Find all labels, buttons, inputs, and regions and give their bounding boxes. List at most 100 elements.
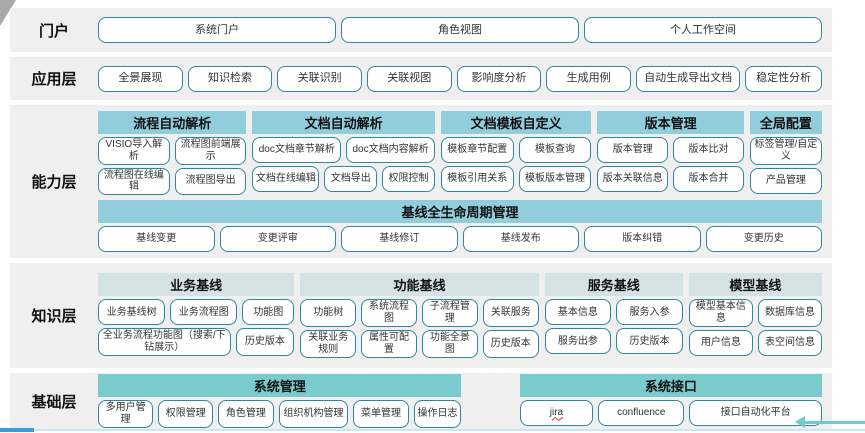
feature-button[interactable]: 功能全景图	[421, 330, 478, 358]
feature-button[interactable]: 历史版本	[616, 328, 683, 355]
feature-button[interactable]: 菜单管理	[353, 400, 409, 428]
feature-button[interactable]: 功能图	[242, 299, 295, 326]
feature-button[interactable]: 基线变更	[98, 226, 215, 253]
group-header: 文档模板自定义	[440, 110, 592, 134]
feature-button[interactable]: 版本纠错	[584, 226, 701, 253]
feature-button[interactable]: 服务出参	[544, 328, 612, 355]
feature-button[interactable]: 版本管理	[597, 136, 669, 163]
feature-button[interactable]: 角色管理	[218, 400, 274, 428]
button-row: 基线变更变更评审基线修订基线发布版本纠错变更历史	[98, 226, 822, 253]
feature-group: 系统管理多用户管理权限管理角色管理组织机构管理菜单管理操作日志	[98, 374, 462, 428]
feature-button[interactable]: 稳定性分析	[745, 65, 823, 92]
arrow-shaft	[805, 420, 865, 424]
feature-button[interactable]: doc文档内容解析	[346, 136, 435, 163]
feature-button[interactable]: 基线修订	[341, 226, 458, 253]
feature-button[interactable]: 关联识别	[277, 65, 362, 92]
button-row: 全景展现知识检索关联识别关联视图影响度分析生成用例自动生成导出文档稳定性分析	[98, 65, 823, 92]
layer-label-capability: 能力层	[31, 174, 77, 191]
feature-button[interactable]: 系统流程图	[361, 299, 417, 327]
feature-button[interactable]: 全景展现	[98, 65, 183, 92]
feature-button[interactable]: 业务流程图	[170, 299, 238, 326]
feature-button[interactable]: 生成用例	[546, 65, 631, 92]
feature-button[interactable]: 操作日志	[413, 400, 462, 428]
feature-button[interactable]: 流程图前端展示	[174, 136, 247, 165]
feature-button[interactable]: 系统门户	[98, 17, 336, 43]
button-row: 业务基线树业务流程图功能图	[98, 299, 295, 326]
feature-button[interactable]: 服务入参	[616, 299, 683, 326]
button-row: VISIO导入解析流程图前端展示	[98, 136, 247, 165]
layer-label-base: 基础层	[31, 393, 77, 411]
feature-button[interactable]: 权限管理	[158, 400, 214, 428]
feature-button[interactable]: 标签管理/自定义	[749, 136, 822, 165]
feature-button[interactable]: 流程图在线编辑	[98, 167, 170, 196]
feature-button[interactable]: 数据库信息	[757, 299, 823, 327]
feature-button[interactable]: 影响度分析	[456, 65, 542, 92]
feature-button[interactable]: 知识检索	[187, 65, 273, 92]
feature-button[interactable]: 流程图导出	[174, 167, 247, 196]
feature-button[interactable]: 业务基线树	[98, 299, 166, 326]
feature-button[interactable]: 文档在线编辑	[252, 165, 320, 192]
group-header: 流程自动解析	[98, 110, 247, 134]
feature-button[interactable]: 版本合并	[673, 165, 744, 192]
layer-band-portal: 门户系统门户角色视图个人工作空间	[10, 8, 832, 52]
button-row: 模板引用关系模板版本管理	[440, 165, 592, 192]
feature-button[interactable]: 自动生成导出文档	[635, 65, 741, 92]
button-group: 全景展现知识检索关联识别关联视图影响度分析生成用例自动生成导出文档稳定性分析	[98, 65, 823, 92]
feature-button[interactable]: 全业务流程功能图（搜索/下钻展示）	[98, 328, 231, 356]
feature-button[interactable]: 模板查询	[518, 136, 592, 163]
button-row: 全业务流程功能图（搜索/下钻展示）历史版本	[98, 328, 295, 356]
feature-button[interactable]: 权限控制	[382, 165, 435, 192]
feature-group: 基线全生命周期管理基线变更变更评审基线修订基线发布版本纠错变更历史	[98, 200, 822, 253]
group-header: 系统管理	[98, 374, 462, 398]
feature-button[interactable]: 关联视图	[366, 65, 452, 92]
feature-button[interactable]: 属性可配置	[361, 330, 417, 358]
feature-button[interactable]: 变更历史	[705, 226, 822, 253]
feature-button[interactable]: 变更评审	[219, 226, 336, 253]
feature-button[interactable]: confluence	[598, 400, 685, 427]
feature-button[interactable]: 多用户管理	[98, 400, 154, 428]
feature-button[interactable]: 模板引用关系	[440, 165, 514, 192]
feature-button[interactable]: 个人工作空间	[584, 17, 822, 43]
feature-button[interactable]: 历史版本	[482, 330, 539, 358]
feature-button[interactable]: 用户信息	[688, 330, 753, 356]
feature-button[interactable]: 基本信息	[544, 299, 612, 326]
button-group: 系统门户角色视图个人工作空间	[98, 17, 822, 43]
feature-button[interactable]: 模板版本管理	[518, 165, 592, 192]
feature-button[interactable]: 模型基本信息	[688, 299, 753, 327]
group-header: 系统接口	[519, 374, 822, 398]
group-header: 全局配置	[749, 110, 822, 134]
feature-button[interactable]: 模板章节配置	[440, 136, 514, 163]
feature-group: 服务基线基本信息服务入参服务出参历史版本	[544, 273, 683, 355]
button-row: 功能树系统流程图子流程管理关联服务	[300, 299, 539, 327]
feature-button[interactable]: doc文档章节解析	[252, 136, 342, 163]
layer-band-knowledge: 知识层业务基线业务基线树业务流程图功能图全业务流程功能图（搜索/下钻展示）历史版…	[10, 263, 832, 368]
button-row: 关联业务规则属性可配置功能全景图历史版本	[300, 330, 539, 358]
feature-button[interactable]: 版本关联信息	[597, 165, 669, 192]
feature-button[interactable]: 版本比对	[673, 136, 744, 163]
feature-button[interactable]: 产品管理	[749, 167, 822, 194]
feature-button[interactable]: 功能树	[300, 299, 357, 327]
feature-button[interactable]: 表空间信息	[757, 330, 823, 356]
feature-button[interactable]: 组织机构管理	[278, 400, 349, 428]
button-row: 标签管理/自定义	[749, 136, 822, 165]
feature-button[interactable]: 子流程管理	[421, 299, 478, 327]
layer-label-app: 应用层	[31, 71, 77, 88]
button-row: 服务出参历史版本	[544, 328, 683, 355]
feature-button[interactable]: 文档导出	[324, 165, 378, 192]
feature-button[interactable]: 角色视图	[341, 17, 579, 43]
feature-button[interactable]: 关联服务	[482, 299, 539, 327]
feature-button[interactable]: jira	[519, 400, 594, 427]
button-row: 系统门户角色视图个人工作空间	[98, 17, 822, 43]
feature-button[interactable]: 基线发布	[462, 226, 579, 253]
bottom-border-line	[28, 429, 865, 431]
group-header: 服务基线	[544, 273, 683, 297]
feature-button[interactable]: VISIO导入解析	[98, 136, 170, 165]
feature-button[interactable]: 历史版本	[235, 328, 295, 356]
button-row: 文档在线编辑文档导出权限控制	[252, 165, 435, 192]
left-arrow-decoration	[795, 416, 865, 428]
feature-button[interactable]: 关联业务规则	[300, 330, 357, 358]
